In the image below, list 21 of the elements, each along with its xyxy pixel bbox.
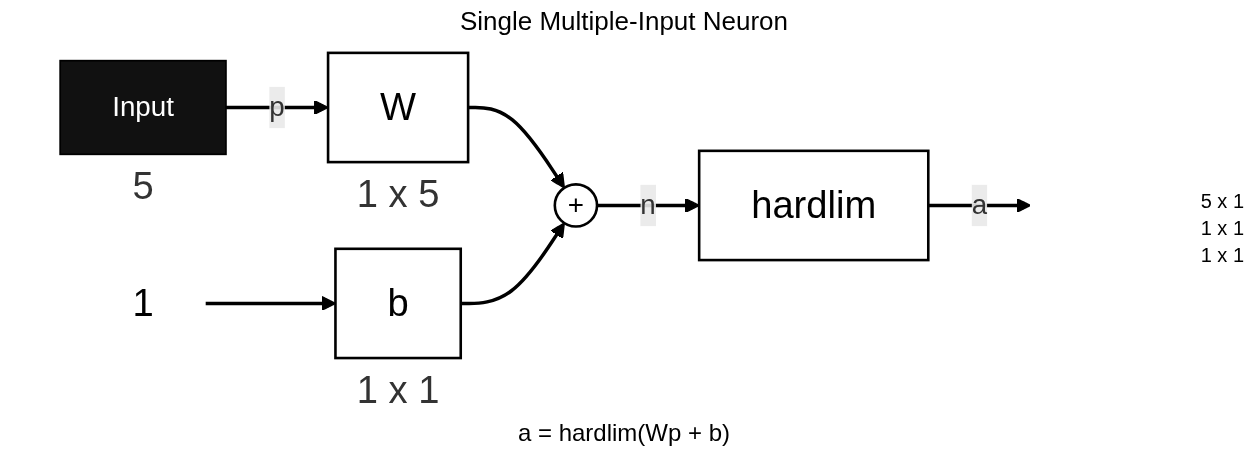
formula-caption: a = hardlim(Wp + b) xyxy=(517,419,731,447)
dimension-label: 5 xyxy=(132,164,154,208)
diagram-title: Single Multiple-Input Neuron xyxy=(459,6,789,37)
dimension-label: 1 x 1 xyxy=(356,368,440,412)
node-box: b xyxy=(334,247,463,360)
arrow xyxy=(597,197,700,214)
arrow xyxy=(225,99,329,116)
dimension-label: 1 x 5 xyxy=(356,172,440,216)
arrow xyxy=(460,222,565,306)
node-box: Input xyxy=(59,59,227,156)
edge-label: n xyxy=(640,189,656,220)
edge-label: p xyxy=(269,91,285,122)
arrow xyxy=(468,105,565,189)
dimension-label: 5 x 1 xyxy=(1200,189,1244,213)
edge-label: a xyxy=(971,189,988,220)
node-box: hardlim xyxy=(697,149,930,262)
node-box: W xyxy=(326,51,470,164)
dimension-label: 1 x 1 xyxy=(1200,216,1244,240)
dimension-label: 1 x 1 xyxy=(1200,243,1244,267)
node-text: 1 xyxy=(132,281,154,326)
node-circle: + xyxy=(553,183,599,228)
